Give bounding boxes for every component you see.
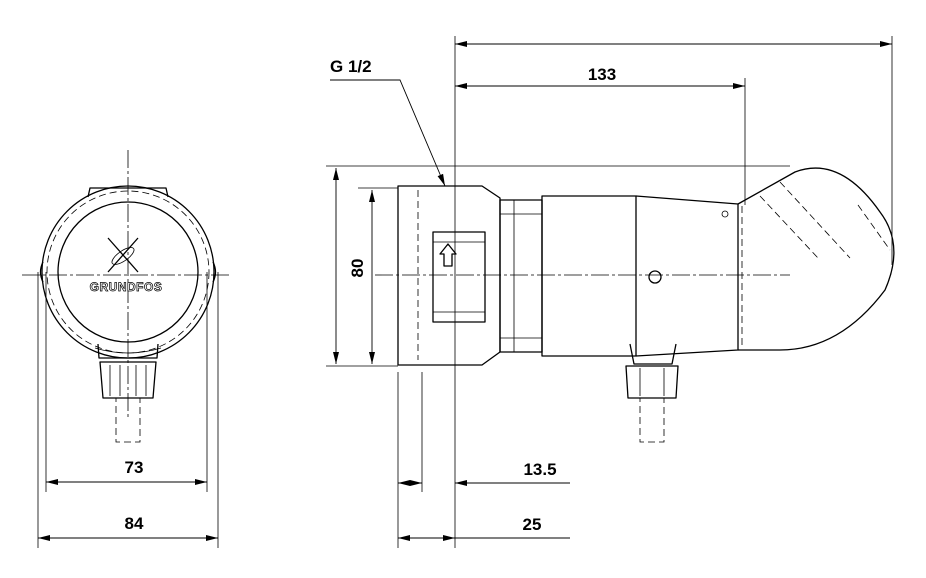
logo-symbol-icon xyxy=(107,237,139,273)
cable-gland xyxy=(99,361,157,399)
flow-arrow-icon xyxy=(439,243,457,267)
offset-large-label: 25 xyxy=(523,515,542,534)
thread-leader xyxy=(330,79,446,187)
offset-small-label: 13.5 xyxy=(523,460,556,479)
height-label: 80 xyxy=(348,259,367,278)
width-inner-label: 73 xyxy=(125,458,144,477)
mark-icon xyxy=(721,210,729,218)
side-connector-box xyxy=(629,343,677,365)
top-rib xyxy=(87,187,169,198)
inlet-bore xyxy=(432,231,486,323)
cable xyxy=(115,397,141,443)
angled-end-cover xyxy=(737,167,895,351)
motor-stator xyxy=(541,195,637,357)
thread-label: G 1/2 xyxy=(330,57,372,76)
dimension-lines xyxy=(37,36,893,548)
left-rib xyxy=(39,261,44,283)
motor-housing xyxy=(635,195,739,357)
hex-nut xyxy=(499,199,543,353)
length-label: 133 xyxy=(588,65,616,84)
dimension-labels: G 1/2 133 80 73 84 13.5 25 xyxy=(125,57,617,534)
side-cable-gland xyxy=(625,365,679,399)
side-view xyxy=(375,167,895,443)
right-rib xyxy=(212,261,217,283)
width-outer-label: 84 xyxy=(125,514,144,533)
front-view: GRUNDFOS xyxy=(22,150,232,443)
side-cable xyxy=(639,397,665,443)
cover-hidden-edges xyxy=(759,181,891,259)
lower-rim xyxy=(94,347,162,354)
vent-screw-icon xyxy=(648,270,662,284)
logo-text: GRUNDFOS xyxy=(90,280,163,294)
front-cover xyxy=(57,201,199,343)
grundfos-logo: GRUNDFOS xyxy=(89,237,163,294)
connector-box xyxy=(97,343,159,359)
